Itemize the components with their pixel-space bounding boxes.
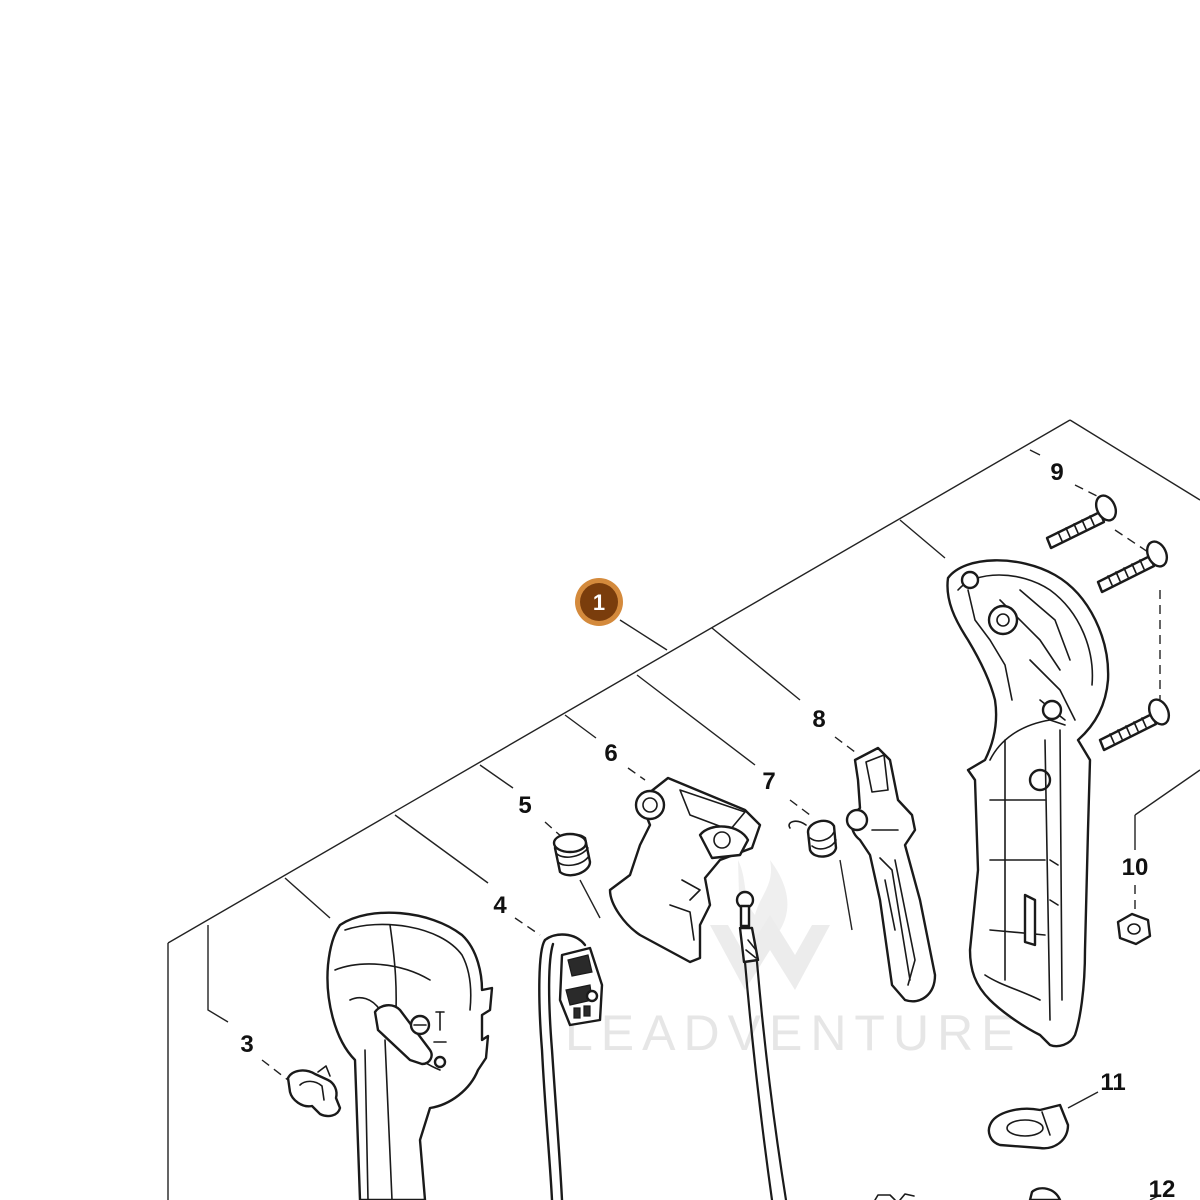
callout-9: 9 — [1050, 459, 1063, 486]
callout-12: 12 — [1149, 1176, 1176, 1200]
part-4-cable-switch — [538, 933, 604, 1200]
callout-labels: 3 4 5 6 7 8 9 10 11 12 — [240, 459, 1175, 1200]
assembly-bracket — [167, 419, 1200, 1200]
callout-10: 10 — [1122, 854, 1149, 881]
callout-3: 3 — [240, 1031, 253, 1058]
part-9-screws — [1045, 494, 1171, 752]
callout-11: 11 — [1100, 1069, 1125, 1096]
callout-badge-1[interactable]: 1 — [575, 578, 623, 626]
part-1-handle-housing-right — [946, 559, 1110, 1048]
part-11-clip — [987, 1103, 1070, 1150]
callout-6: 6 — [604, 740, 617, 767]
leader-lines — [261, 484, 1200, 1109]
part-1-handle-housing — [326, 911, 494, 1200]
watermark: LEADVENTURE — [565, 860, 1023, 1061]
part-5-spring — [552, 832, 592, 877]
part-10-nut — [1116, 912, 1152, 946]
part-6-trigger-lock — [608, 776, 762, 964]
part-3-switch-knob — [286, 1065, 342, 1118]
cutoff-callout — [874, 1193, 915, 1200]
callout-8: 8 — [812, 706, 825, 733]
badge-number: 1 — [593, 590, 605, 615]
part-12 — [1028, 1187, 1161, 1200]
watermark-text: LEADVENTURE — [565, 1005, 1023, 1061]
callout-5: 5 — [518, 792, 531, 819]
part-7-torsion-spring — [788, 819, 838, 858]
screw-3 — [1098, 698, 1171, 752]
screw-1 — [1045, 494, 1118, 550]
throttle-cable — [735, 890, 788, 1200]
callout-4: 4 — [493, 892, 507, 919]
badge-fill — [580, 583, 618, 621]
part-8-throttle-trigger — [845, 746, 937, 1003]
screw-2 — [1096, 540, 1169, 594]
callout-7: 7 — [762, 768, 775, 795]
